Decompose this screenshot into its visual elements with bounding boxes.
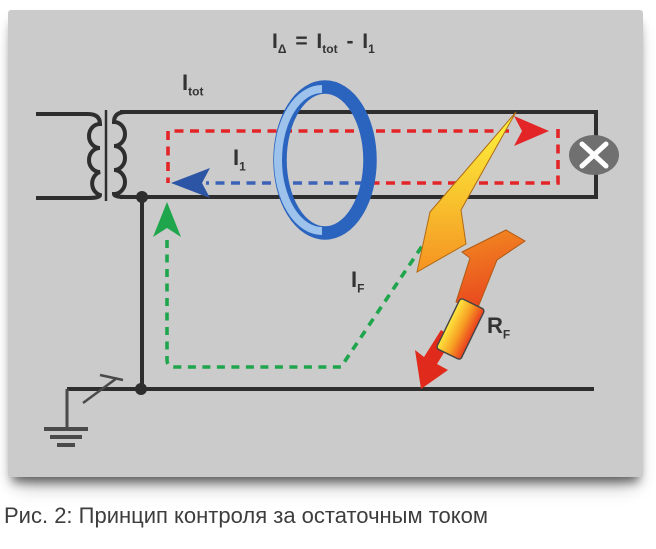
green-arrow-up-icon [153, 202, 181, 237]
fault-resistor-icon [436, 298, 485, 360]
lamp-icon [569, 135, 619, 175]
current-sensor-ring-icon [273, 80, 377, 240]
blue-return-path [171, 168, 364, 198]
junction-dot [136, 191, 148, 203]
green-fault-path [153, 189, 461, 369]
earth-ground-icon [44, 373, 124, 447]
label-i-1: I1 [233, 145, 246, 174]
label-r-f: RF [487, 313, 511, 342]
transformer-icon [36, 110, 127, 201]
red-current-loop [166, 116, 560, 185]
circuit-diagram [36, 80, 619, 447]
blue-arrow-left-icon [171, 168, 210, 198]
junction-dot [135, 383, 147, 395]
pe-slash-tick [99, 373, 124, 382]
label-i-f: IF [351, 267, 365, 296]
pe-slash [82, 376, 118, 405]
label-i-tot: Itot [182, 70, 204, 99]
circuit-wires [67, 110, 598, 395]
red-arrow-right-icon [514, 116, 549, 146]
fault-lightning-icon [415, 111, 526, 389]
formula-residual-current: IΔ = Itot - I1 [272, 30, 375, 57]
figure-caption: Рис. 2: Принцип контроля за остаточным т… [4, 503, 489, 528]
